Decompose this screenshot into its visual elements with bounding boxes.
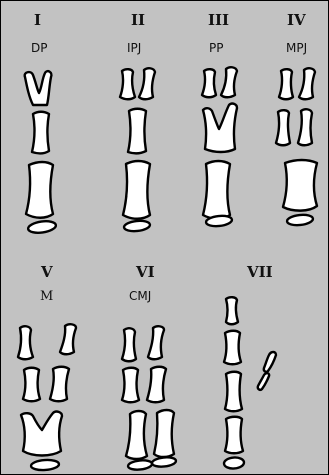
panel-VI-sesamoid-left (128, 459, 153, 470)
panel-I-proximal-phalanx (26, 162, 53, 218)
panel-III-proximal-phalanx (203, 161, 230, 219)
panel-II-middle-phalanx (128, 109, 146, 154)
panel-IV-finger (276, 68, 317, 226)
panel-II-distal-left (120, 69, 135, 99)
panel-VII-detached-fragment-lower (258, 373, 269, 390)
panel-III-middle-phalanx-split (203, 104, 237, 152)
panel-III-finger (202, 67, 237, 227)
panel-V-middle-left (23, 368, 40, 402)
panel-VII-middle-phalanx (224, 331, 241, 365)
panel-III-distal-left (202, 69, 216, 97)
panel-VII-sesamoid (224, 457, 245, 469)
panel-VI-sesamoid-right (152, 456, 177, 467)
panel-VI-proximal-right (154, 410, 174, 457)
panel-II-distal-right (139, 68, 155, 99)
panel-IV-distal-left (279, 69, 293, 99)
panel-VI-distal-left (122, 328, 136, 361)
panel-V-middle-right (50, 367, 69, 402)
panel-IV-distal-right (299, 68, 315, 99)
panel-VI-distal-right (148, 326, 164, 359)
panel-III-distal-right (221, 67, 237, 97)
panel-VII-proximal-phalanx (225, 372, 242, 412)
panel-V-finger (18, 324, 76, 471)
panel-VI-finger (122, 326, 176, 470)
panel-V-distal-left (18, 326, 33, 359)
panel-V-distal-right (60, 324, 76, 354)
panel-II-proximal-phalanx (123, 161, 150, 219)
panel-IV-sesamoid (287, 214, 314, 227)
panel-I-middle-phalanx (32, 112, 49, 154)
panel-VII-finger (224, 297, 276, 469)
panel-VI-middle-left (122, 368, 139, 403)
panel-I-sesamoid (27, 220, 56, 235)
panel-VII-detached-fragment-upper (264, 352, 276, 372)
panel-I-finger (25, 71, 57, 234)
panel-II-sesamoid (124, 220, 151, 233)
panel-IV-middle-left (276, 110, 290, 145)
panel-V-proximal-split (21, 412, 62, 456)
panel-VI-proximal-left (126, 411, 147, 459)
panel-IV-proximal-phalanx (283, 160, 317, 211)
panel-IV-middle-right (298, 109, 312, 145)
panel-V-sesamoid (31, 459, 60, 471)
panel-I-distal-phalanx (25, 71, 52, 105)
panel-VI-middle-right (147, 367, 166, 403)
panel-II-finger (120, 68, 155, 232)
panel-VII-distal-phalanx (226, 297, 238, 324)
panel-VII-metacarpal (225, 417, 243, 454)
